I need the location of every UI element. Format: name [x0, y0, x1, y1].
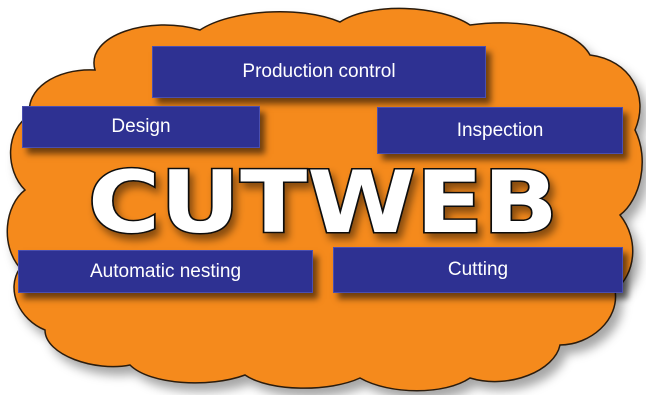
production-control-label: Production control — [242, 61, 396, 82]
cutting-label: Cutting — [447, 259, 509, 280]
design-box: Design — [22, 106, 260, 148]
automatic-nesting-box: Automatic nesting — [18, 250, 313, 293]
design-label: Design — [111, 116, 171, 137]
inspection-label: Inspection — [456, 119, 544, 141]
automatic-nesting-label: Automatic nesting — [89, 260, 242, 282]
inspection-box: Inspection — [377, 107, 623, 154]
production-control-box: Production control — [152, 46, 486, 98]
cutting-box: Cutting — [333, 247, 623, 293]
